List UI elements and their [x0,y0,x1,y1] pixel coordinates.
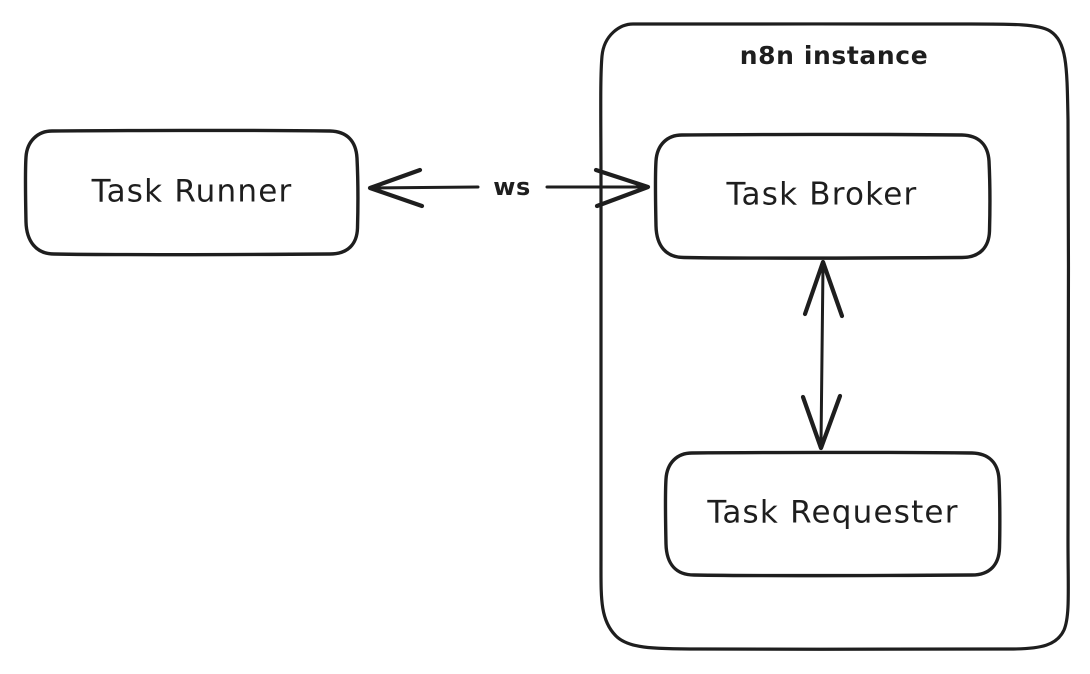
edge-runner-broker[interactable]: ws [367,167,651,209]
edge-runner-broker-label: ws [493,173,530,201]
edge-runner-broker-line-left [370,185,480,190]
node-task-broker[interactable]: Task Broker [653,132,992,260]
task-broker-outline [653,132,992,260]
edge-runner-broker-arrowhead-right [593,167,651,209]
task-broker-label: Task Broker [726,177,918,213]
n8n-instance-container[interactable]: n8n instance [598,22,1071,651]
node-task-runner[interactable]: Task Runner [23,128,360,257]
node-task-requester[interactable]: Task Requester [663,450,1002,578]
edge-broker-requester[interactable] [800,259,845,451]
task-requester-label: Task Requester [706,495,958,531]
edge-runner-broker-arrowhead-left [367,167,425,209]
n8n-instance-container-outline [598,22,1071,651]
edge-broker-requester-arrowhead-top [802,259,845,319]
n8n-instance-label: n8n instance [740,41,929,70]
task-runner-label: Task Runner [91,174,293,210]
task-runner-outline [23,128,360,257]
edge-broker-requester-arrowhead-bottom [800,393,843,451]
edge-broker-requester-line [819,264,825,446]
task-requester-outline [663,450,1002,578]
